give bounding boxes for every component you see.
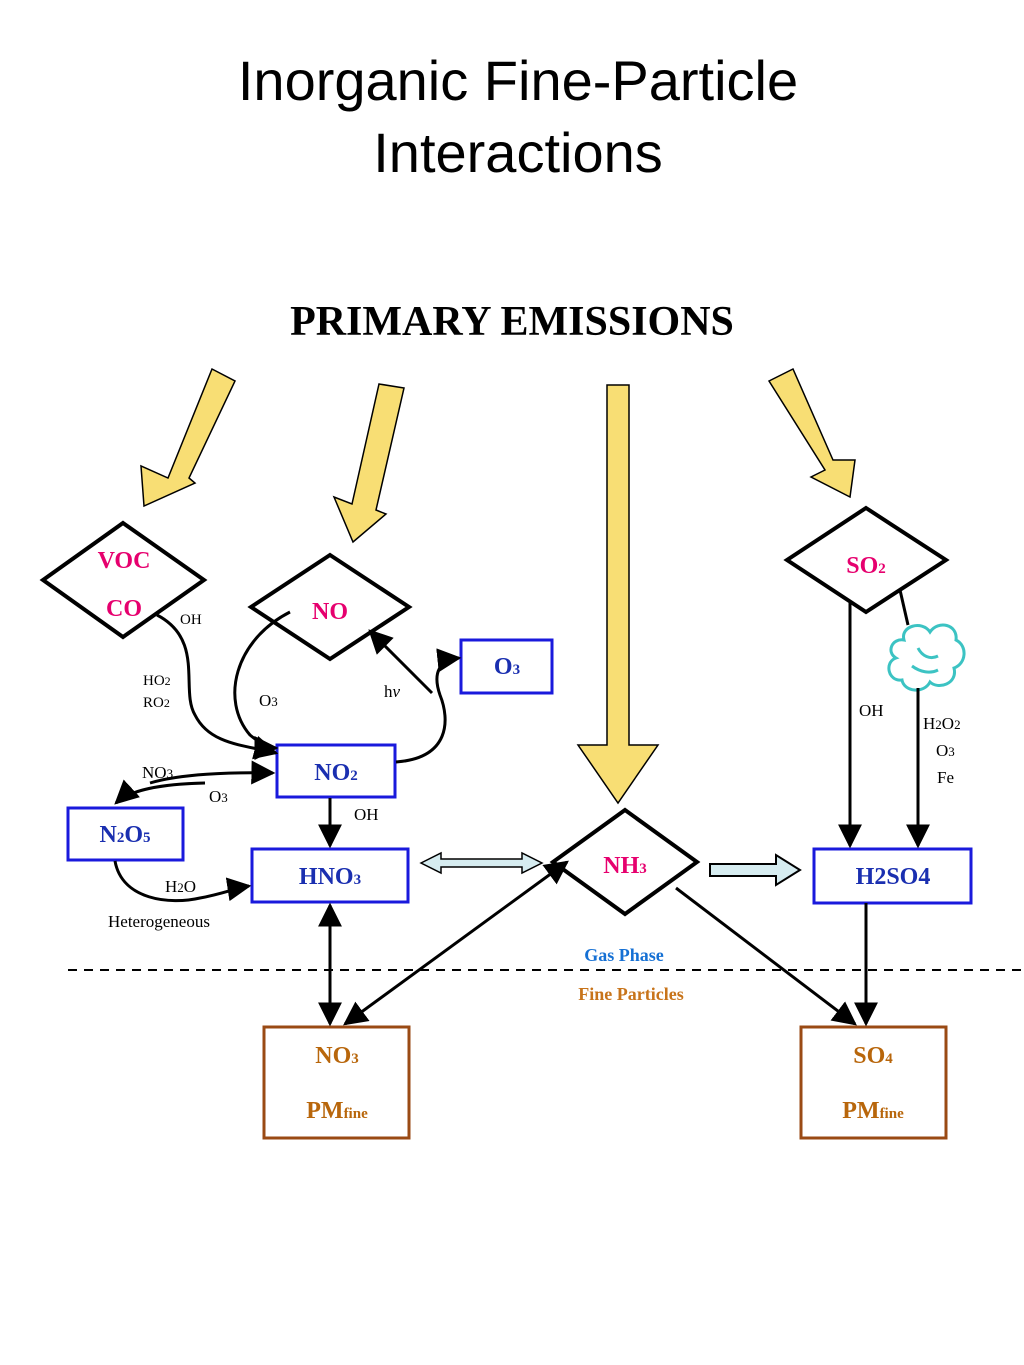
so4-pm-species: SO4 — [853, 1043, 893, 1069]
nh3-label: NH3 — [603, 853, 647, 879]
emission-arrows — [140, 367, 856, 805]
page-title-line2: Interactions — [373, 121, 663, 184]
block-arrow-nh3-to-h2so4 — [709, 853, 802, 887]
hv-label: hv — [384, 682, 401, 701]
fe-label: Fe — [937, 768, 954, 787]
oh-so2-label: OH — [859, 701, 884, 720]
so4-pm-box — [799, 1025, 948, 1140]
primary-emissions-heading: PRIMARY EMISSIONS — [290, 299, 734, 345]
ho2-label: HO2 — [143, 673, 171, 689]
oh-no2-label: OH — [354, 805, 379, 824]
arrow-to-n2o5 — [114, 779, 206, 805]
voc-co-diamond — [39, 520, 208, 640]
fine-particles-label: Fine Particles — [578, 984, 683, 1004]
cloud-icon — [887, 623, 966, 692]
so2-diamond — [783, 505, 950, 615]
n2o5-box — [66, 806, 185, 862]
hno3-label: HNO3 — [299, 864, 361, 890]
h2o2-label: H2O2 — [923, 714, 961, 733]
so2-label: SO2 — [846, 553, 886, 579]
equilibrium-arrow-hno3-nh3 — [419, 851, 544, 875]
arrow-nh3-to-no3pm — [343, 860, 569, 1026]
arrow-n2o5-to-hno3 — [113, 860, 252, 903]
arrow-nh3-to-so4pm — [675, 886, 857, 1026]
page-title-line1: Inorganic Fine-Particle — [238, 49, 798, 112]
co-label: CO — [106, 596, 142, 622]
emission-arrow-no — [332, 383, 405, 544]
oh-voc-label: OH — [180, 612, 202, 628]
no2-label: NO2 — [314, 760, 358, 786]
no3-label: NO3 — [142, 763, 173, 782]
h2so4-box — [812, 847, 973, 905]
no3-pm-box — [262, 1025, 411, 1140]
o3-label: O3 — [494, 654, 520, 680]
ro2-label: RO2 — [143, 695, 170, 711]
reaction-arrows — [113, 589, 930, 1027]
gas-phase-label: Gas Phase — [584, 945, 664, 965]
no2-box — [275, 743, 397, 799]
line-so2-to-cloud — [898, 589, 910, 626]
n2o5-label: N2O5 — [99, 822, 150, 848]
nh3-diamond — [549, 807, 701, 917]
h2so4-label: H2SO4 — [856, 864, 931, 890]
arrow-voc-to-no2 — [156, 613, 279, 760]
arrow-hv-to-no — [368, 629, 434, 695]
emission-arrow-so2 — [767, 367, 856, 499]
h2o-label: H2O — [165, 877, 196, 896]
arrow-no2-to-o3 — [395, 648, 462, 764]
o3-n2o5-label: O3 — [209, 787, 228, 806]
heterogeneous-label: Heterogeneous — [108, 912, 210, 931]
emission-arrow-nh3 — [576, 384, 660, 805]
o3-no-label: O3 — [259, 691, 278, 710]
so4-pm-label: PMfine — [842, 1098, 904, 1124]
arrow-no3-to-no2 — [149, 760, 276, 785]
voc-label: VOC — [98, 548, 151, 574]
no3-pm-species: NO3 — [315, 1043, 359, 1069]
emission-arrow-voc — [140, 367, 236, 508]
o3-so2-label: O3 — [936, 741, 955, 760]
arrow-no-to-no2 — [233, 610, 291, 760]
no3-pm-label: PMfine — [306, 1098, 368, 1124]
no-label: NO — [312, 599, 348, 625]
